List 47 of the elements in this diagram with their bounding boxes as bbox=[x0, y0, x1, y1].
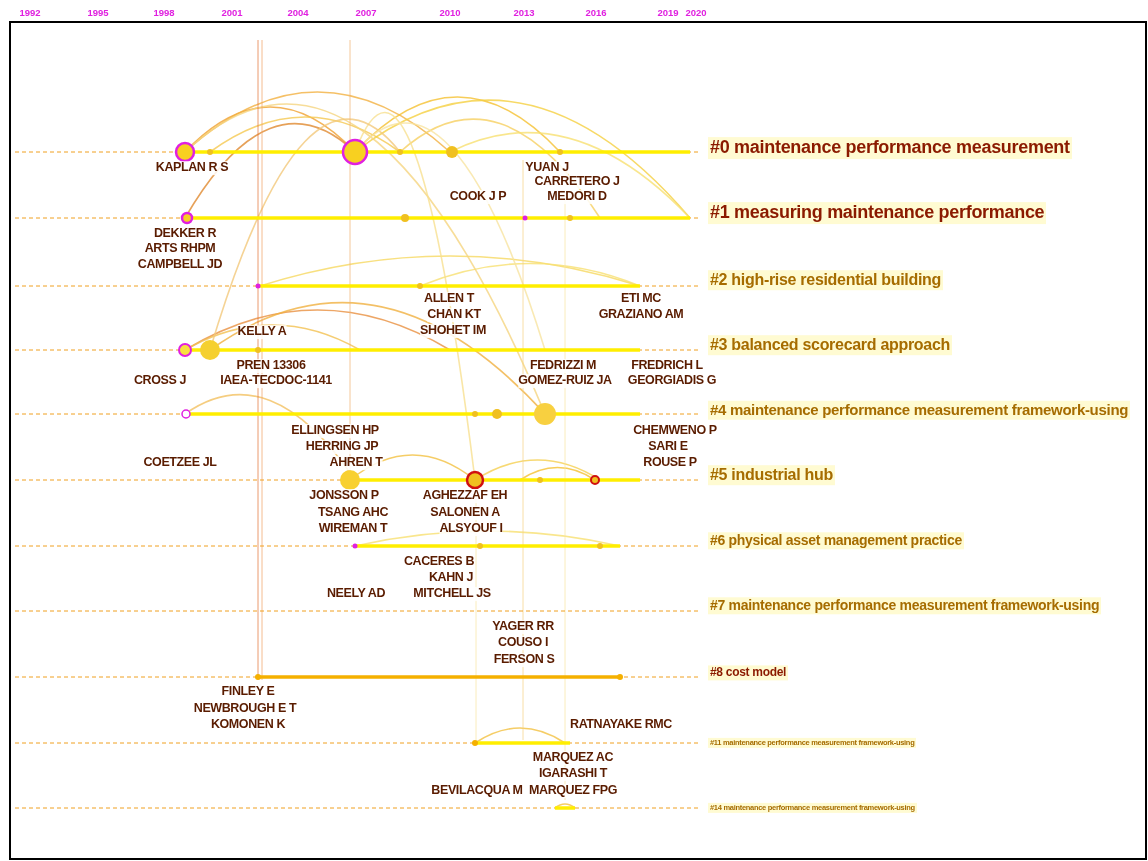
author-label: YAGER RR bbox=[492, 620, 554, 634]
author-label: ELLINGSEN HP bbox=[291, 424, 379, 438]
author-label: IGARASHI T bbox=[538, 767, 608, 781]
cluster-label: #2 high-rise residential building bbox=[708, 270, 944, 290]
author-label: COOK J P bbox=[449, 190, 507, 204]
author-label: KAPLAN R S bbox=[155, 161, 229, 175]
author-label: HERRING JP bbox=[305, 440, 379, 454]
year-tick-label: 2004 bbox=[287, 7, 309, 19]
author-label: MEDORI D bbox=[547, 190, 607, 204]
author-label: ALLEN T bbox=[424, 292, 474, 306]
author-label: ALSYOUF I bbox=[439, 522, 503, 536]
author-label: BEVILACQUA M bbox=[431, 784, 523, 798]
author-label: AGHEZZAF EH bbox=[422, 489, 508, 503]
year-tick-label: 2013 bbox=[513, 7, 535, 19]
cluster-label: #4 maintenance performance measurement framework-using bbox=[708, 400, 1131, 420]
year-tick-label: 1998 bbox=[153, 7, 175, 19]
author-label: MARQUEZ AC bbox=[532, 751, 614, 765]
year-tick-label: 2001 bbox=[221, 7, 243, 19]
author-label: YUAN J bbox=[525, 161, 569, 175]
author-label: MITCHELL JS bbox=[413, 587, 491, 601]
cluster-label: #1 measuring maintenance performance bbox=[708, 202, 1047, 224]
author-label: GOMEZ-RUIZ JA bbox=[518, 374, 612, 388]
year-tick-label: 2007 bbox=[355, 7, 377, 19]
year-tick-label: 2010 bbox=[439, 7, 461, 19]
author-label: PREN 13306 bbox=[236, 359, 306, 373]
cluster-label: #7 maintenance performance measurement framework-using bbox=[708, 597, 1102, 615]
year-tick-label: 2016 bbox=[585, 7, 607, 19]
author-label: IAEA-TECDOC-1141 bbox=[220, 374, 332, 388]
cluster-label: #0 maintenance performance measurement bbox=[708, 137, 1072, 159]
author-label: MARQUEZ FPG bbox=[529, 784, 617, 798]
year-tick-label: 1995 bbox=[87, 7, 109, 19]
author-label: KELLY A bbox=[237, 325, 287, 339]
author-label: SALONEN A bbox=[430, 506, 500, 520]
author-label: COUSO I bbox=[498, 636, 548, 650]
author-label: SHOHET IM bbox=[420, 324, 486, 338]
author-label: CHAN KT bbox=[427, 308, 481, 322]
cluster-label: #3 balanced scorecard approach bbox=[708, 335, 952, 355]
year-tick-label: 2019 bbox=[657, 7, 679, 19]
cluster-label: #5 industrial hub bbox=[708, 465, 835, 485]
cluster-label: #8 cost model bbox=[708, 665, 789, 681]
year-tick-label: 2020 bbox=[685, 7, 707, 19]
author-label: FERSON S bbox=[493, 653, 555, 667]
year-tick-label: 1992 bbox=[19, 7, 41, 19]
author-label: AHREN T bbox=[329, 456, 383, 470]
author-label: FEDRIZZI M bbox=[529, 359, 597, 373]
author-label: CARRETERO J bbox=[534, 175, 620, 189]
cluster-label: #6 physical asset management practice bbox=[708, 532, 964, 550]
